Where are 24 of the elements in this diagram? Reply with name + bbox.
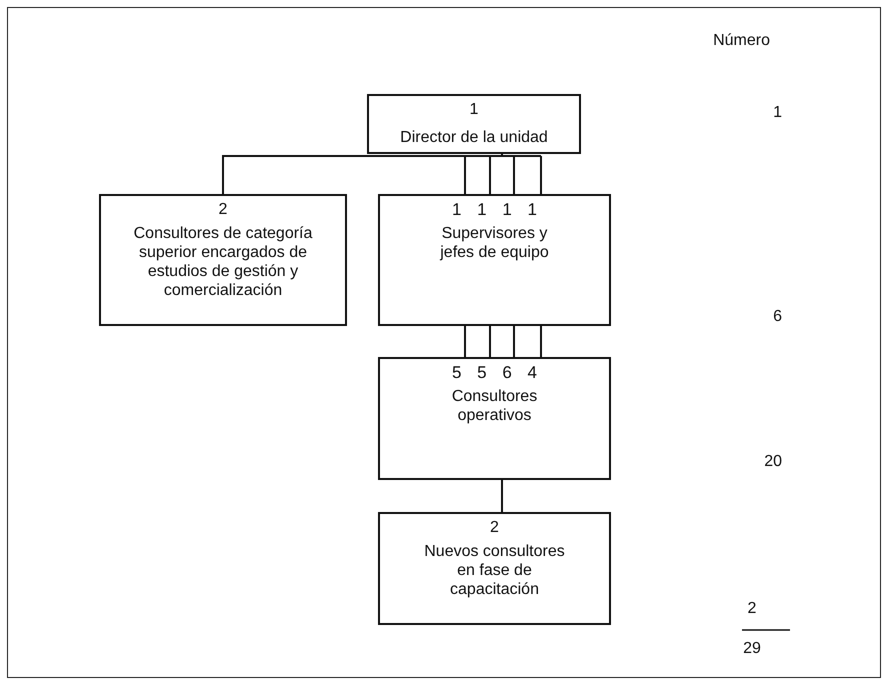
count-total: 6	[772, 308, 782, 326]
count-total: 29	[742, 640, 762, 658]
column-heading: Número	[712, 32, 770, 50]
count-number: 2	[218, 200, 228, 219]
count-number: 1 1 1 1	[451, 200, 538, 219]
count-number: 5 5 6 4	[451, 363, 538, 382]
org-box	[378, 512, 611, 625]
box-label: Nuevos consultores en fase de capacitación	[423, 542, 566, 599]
connector-line	[464, 325, 542, 358]
count-total: 20	[763, 453, 782, 471]
count-number: 1	[468, 100, 480, 119]
org-box	[378, 194, 611, 326]
count-total: 2	[746, 600, 758, 618]
org-box	[367, 94, 581, 154]
count-total: 1	[772, 104, 782, 122]
count-number: 2	[489, 518, 500, 537]
box-label: Consultores operativos	[450, 387, 538, 425]
org-box	[378, 357, 611, 480]
box-label: Director de la unidad	[399, 128, 549, 147]
org-box	[99, 194, 347, 326]
box-label: Supervisores y jefes de equipo	[438, 224, 550, 262]
connector-line	[501, 480, 503, 512]
connector-line	[464, 153, 542, 195]
box-label: Consultores de categoría superior encargados de estudios de gestión y comercialización	[132, 224, 314, 300]
